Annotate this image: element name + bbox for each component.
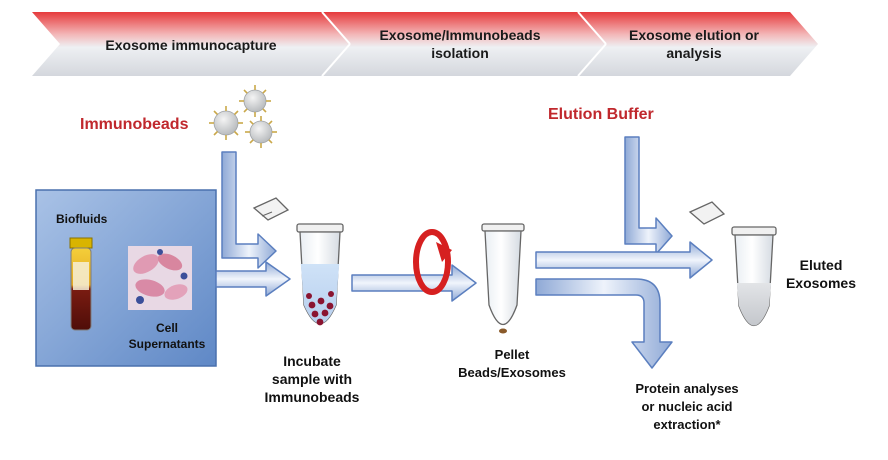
- immunobeads-cluster: [209, 85, 277, 148]
- step-3-label: Exosome elution or analysis: [596, 26, 792, 62]
- cell-supernatants-label: Cell Supernatants: [122, 320, 212, 352]
- cell-supernatants-line1: Cell: [155, 321, 178, 335]
- arrow-pellet-to-elution: [535, 241, 713, 279]
- step-chevron-3: [578, 12, 818, 76]
- pellet-line2: Beads/Exosomes: [458, 365, 566, 380]
- step-chevron-2: [322, 12, 606, 76]
- step-2-line1: Exosome/Immunobeads: [379, 27, 541, 43]
- step-chevron-1: [32, 12, 350, 76]
- protein-analyses-label: Protein analyses or nucleic acid extract…: [612, 380, 762, 434]
- incubate-line1: Incubate: [283, 353, 341, 369]
- step-3-line2: analysis: [666, 45, 722, 61]
- immunobeads-label: Immunobeads: [80, 116, 189, 133]
- biofluids-label: Biofluids: [56, 212, 108, 226]
- incubation-tube-icon: [252, 197, 344, 326]
- incubate-label: Incubate sample with Immunobeads: [252, 352, 372, 406]
- blood-tube-icon: [69, 237, 93, 331]
- pellet-label: Pellet Beads/Exosomes: [452, 346, 572, 382]
- immunobead: [239, 85, 271, 117]
- immunobead: [209, 106, 243, 140]
- protein-line3: extraction*: [653, 417, 721, 432]
- incubate-line2: sample with: [271, 371, 353, 387]
- step-banner: [32, 11, 818, 77]
- step-1-line1: Exosome immunocapture: [105, 37, 277, 53]
- eluted-line2: Exosomes: [785, 275, 857, 291]
- incubate-line3: Immunobeads: [264, 389, 360, 405]
- step-2-label: Exosome/Immunobeads isolation: [340, 26, 580, 62]
- protein-line1: Protein analyses: [635, 381, 739, 396]
- pellet-tube-icon: [481, 223, 525, 334]
- protein-line2: or nucleic acid: [641, 399, 733, 414]
- cell-supernatants-line2: Supernatants: [128, 337, 206, 351]
- arrow-elution-buffer: [624, 136, 673, 255]
- immunobead: [245, 116, 277, 148]
- arrow-sample-to-tube: [215, 261, 291, 297]
- sample-panel: [35, 189, 217, 367]
- arrow-beads-to-tube: [221, 151, 277, 269]
- step-1-label: Exosome immunocapture: [60, 36, 322, 54]
- arrow-pellet-to-analysis: [535, 278, 673, 369]
- pellet-line1: Pellet: [494, 347, 530, 362]
- cell-culture-image: [128, 246, 192, 310]
- eluted-exosomes-label: Eluted Exosomes: [776, 256, 866, 292]
- arrow-incubate-to-pellet: [351, 264, 477, 302]
- centrifuge-rotation-icon: [413, 229, 452, 295]
- step-3-line1: Exosome elution or: [629, 27, 759, 43]
- eluted-tube-icon: [688, 201, 777, 326]
- elution-buffer-label: Elution Buffer: [548, 106, 654, 123]
- eluted-line1: Eluted: [799, 257, 843, 273]
- step-2-line2: isolation: [431, 45, 489, 61]
